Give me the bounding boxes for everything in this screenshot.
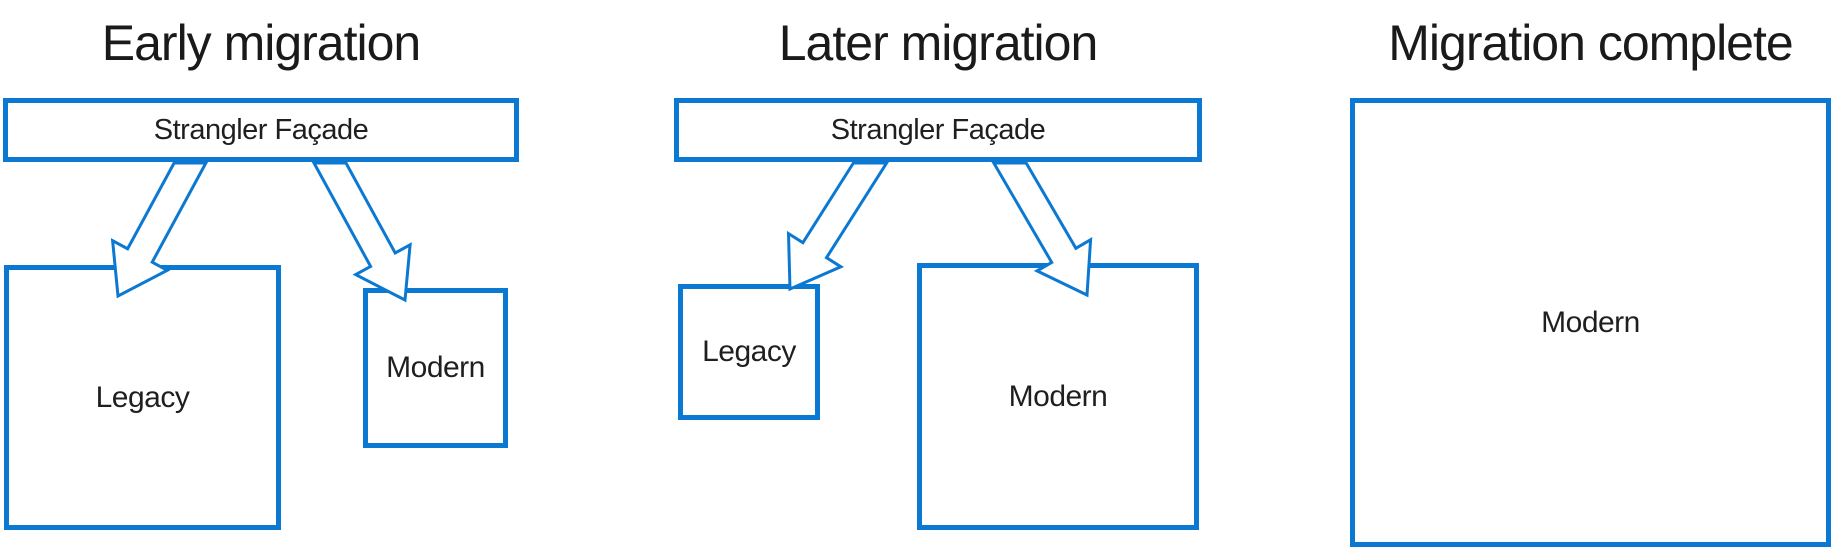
legacy-label: Legacy <box>702 335 796 368</box>
strangler-facade-label: Strangler Façade <box>153 113 369 146</box>
strangler-facade-label: Strangler Façade <box>830 113 1046 146</box>
modern-label: Modern <box>386 351 485 384</box>
modern-box-complete: Modern <box>1350 98 1831 547</box>
panel-early-migration-title: Early migration <box>101 15 421 71</box>
modern-box-later: Modern <box>917 263 1199 530</box>
panel-migration-complete-title: Migration complete <box>1388 15 1793 71</box>
modern-label: Modern <box>1541 305 1640 339</box>
panel-later-migration-title: Later migration <box>778 15 1099 71</box>
legacy-label: Legacy <box>95 380 190 414</box>
modern-box-early: Modern <box>363 288 508 448</box>
legacy-box-early: Legacy <box>4 265 281 530</box>
arrow-facade-to-legacy-later-icon <box>786 161 890 292</box>
strangler-facade-box-later: Strangler Façade <box>674 98 1202 162</box>
arrow-facade-to-modern-early-icon <box>311 161 412 303</box>
strangler-facade-box-early: Strangler Façade <box>3 98 519 162</box>
modern-label: Modern <box>1008 379 1108 413</box>
legacy-box-later: Legacy <box>678 284 820 420</box>
